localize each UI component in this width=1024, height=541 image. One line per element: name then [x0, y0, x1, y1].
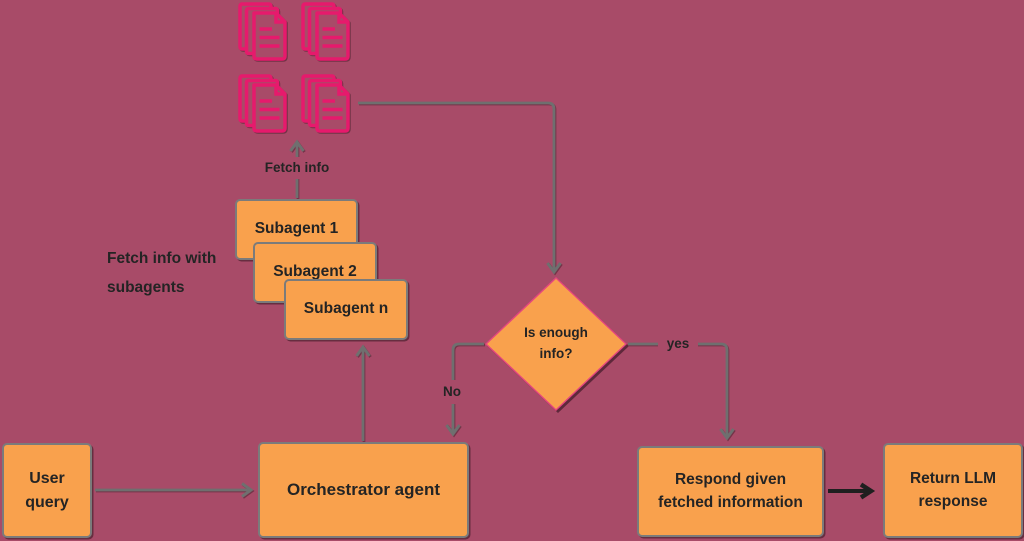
- node-return-llm-response: Return LLM response: [883, 443, 1023, 538]
- node-subagent-n-label: Subagent n: [303, 300, 389, 318]
- edge-label-yes: yes: [658, 333, 698, 355]
- edge-decision-yes-to-respond: [628, 342, 735, 441]
- node-subagent-1-label: Subagent 1: [254, 220, 339, 238]
- node-subagent-2-label: Subagent 2: [273, 263, 357, 281]
- edge-label-fetch-info: Fetch info: [261, 157, 333, 179]
- edge-decision-no-to-orchestrator: [445, 342, 484, 437]
- node-return-llm-response-label: Return LLM response: [909, 470, 997, 510]
- node-user-query-label: User query: [25, 470, 69, 511]
- node-orchestrator-agent: Orchestrator agent: [258, 442, 469, 538]
- document-stack-icon: [301, 74, 350, 133]
- edge-label-no: No: [434, 380, 470, 404]
- node-respond-given-fetched: Respond given fetched information: [637, 446, 824, 537]
- document-stack-icon: [238, 2, 287, 61]
- edge-documents-to-decision: [358, 101, 562, 275]
- document-stack-icon: [238, 74, 287, 133]
- node-orchestrator-agent-label: Orchestrator agent: [286, 479, 441, 499]
- document-stack-icon: [301, 2, 350, 61]
- node-subagent-n: Subagent n: [284, 279, 408, 340]
- node-decision-diamond: [484, 277, 628, 411]
- annotation-fetch-info-with-subagents: Fetch info with subagents: [107, 250, 217, 296]
- node-decision-label: Is enough info?: [524, 325, 588, 361]
- node-respond-given-fetched-label: Respond given fetched information: [658, 471, 803, 511]
- node-user-query: User query: [2, 443, 92, 538]
